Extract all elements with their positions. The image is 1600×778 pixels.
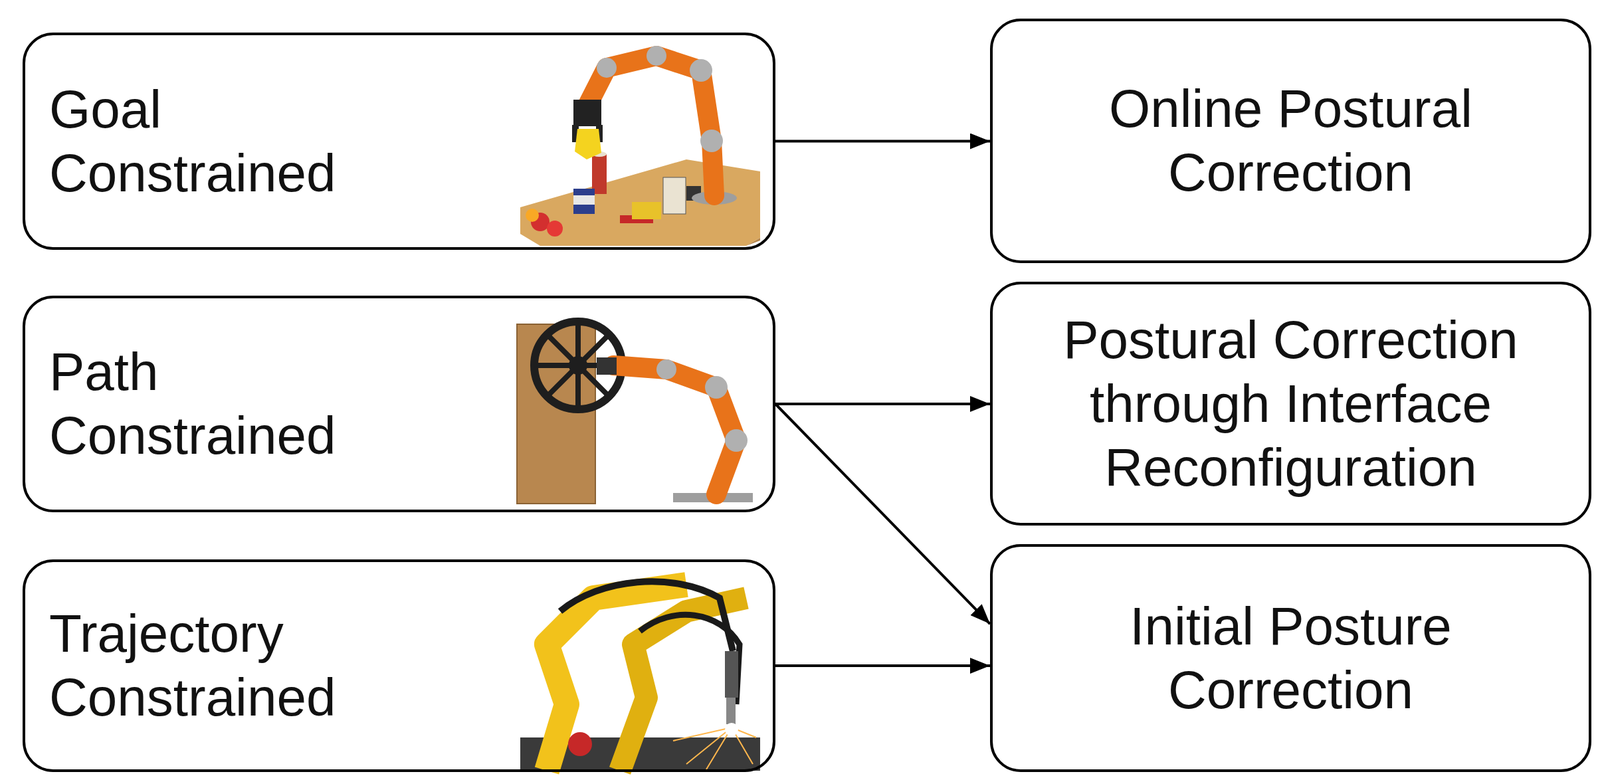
- arrow-connector: [775, 402, 991, 406]
- box-label: Initial Posture Correction: [1018, 594, 1564, 723]
- process-box: Online Postural Correction: [990, 18, 1592, 264]
- valve-robot-picture: [516, 304, 761, 504]
- process-box: Trajectory Constrained: [22, 559, 776, 773]
- process-box: Initial Posture Correction: [990, 544, 1592, 773]
- arrow-connector: [775, 140, 991, 143]
- arrow-connector: [775, 664, 991, 668]
- box-label: Trajectory Constrained: [49, 601, 336, 730]
- welding-robot-picture: [520, 571, 761, 771]
- process-box: Postural Correction through Interface Re…: [990, 281, 1592, 526]
- box-label: Path Constrained: [49, 340, 336, 468]
- pick-robot-picture: [520, 41, 761, 246]
- arrow-connector: [775, 403, 991, 624]
- process-box: Goal Constrained: [22, 32, 776, 250]
- process-box: Path Constrained: [22, 295, 776, 513]
- box-label: Postural Correction through Interface Re…: [1018, 308, 1564, 500]
- box-label: Goal Constrained: [49, 77, 336, 206]
- box-label: Online Postural Correction: [1018, 77, 1564, 205]
